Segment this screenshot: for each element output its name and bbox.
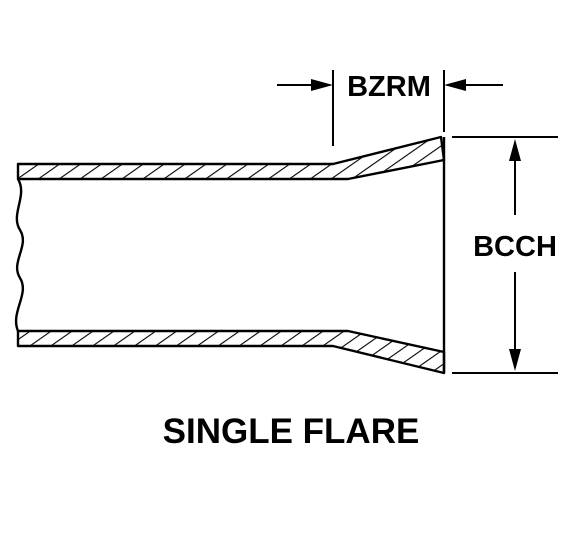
diagram-caption: SINGLE FLARE xyxy=(163,412,420,451)
dimension-label-bzrm: BZRM xyxy=(347,71,431,103)
arrowhead-right xyxy=(444,79,466,91)
tube-body xyxy=(14,135,446,375)
arrowhead-down xyxy=(509,349,521,371)
dimension-label-bcch: BCCH xyxy=(473,231,557,263)
bottom-wall xyxy=(16,329,446,375)
arrowhead-up xyxy=(509,139,521,161)
dimension-bcch xyxy=(452,136,558,374)
top-wall xyxy=(16,135,446,181)
arrowhead-left xyxy=(311,79,333,91)
break-line xyxy=(14,178,25,332)
dimension-bzrm xyxy=(277,70,503,146)
